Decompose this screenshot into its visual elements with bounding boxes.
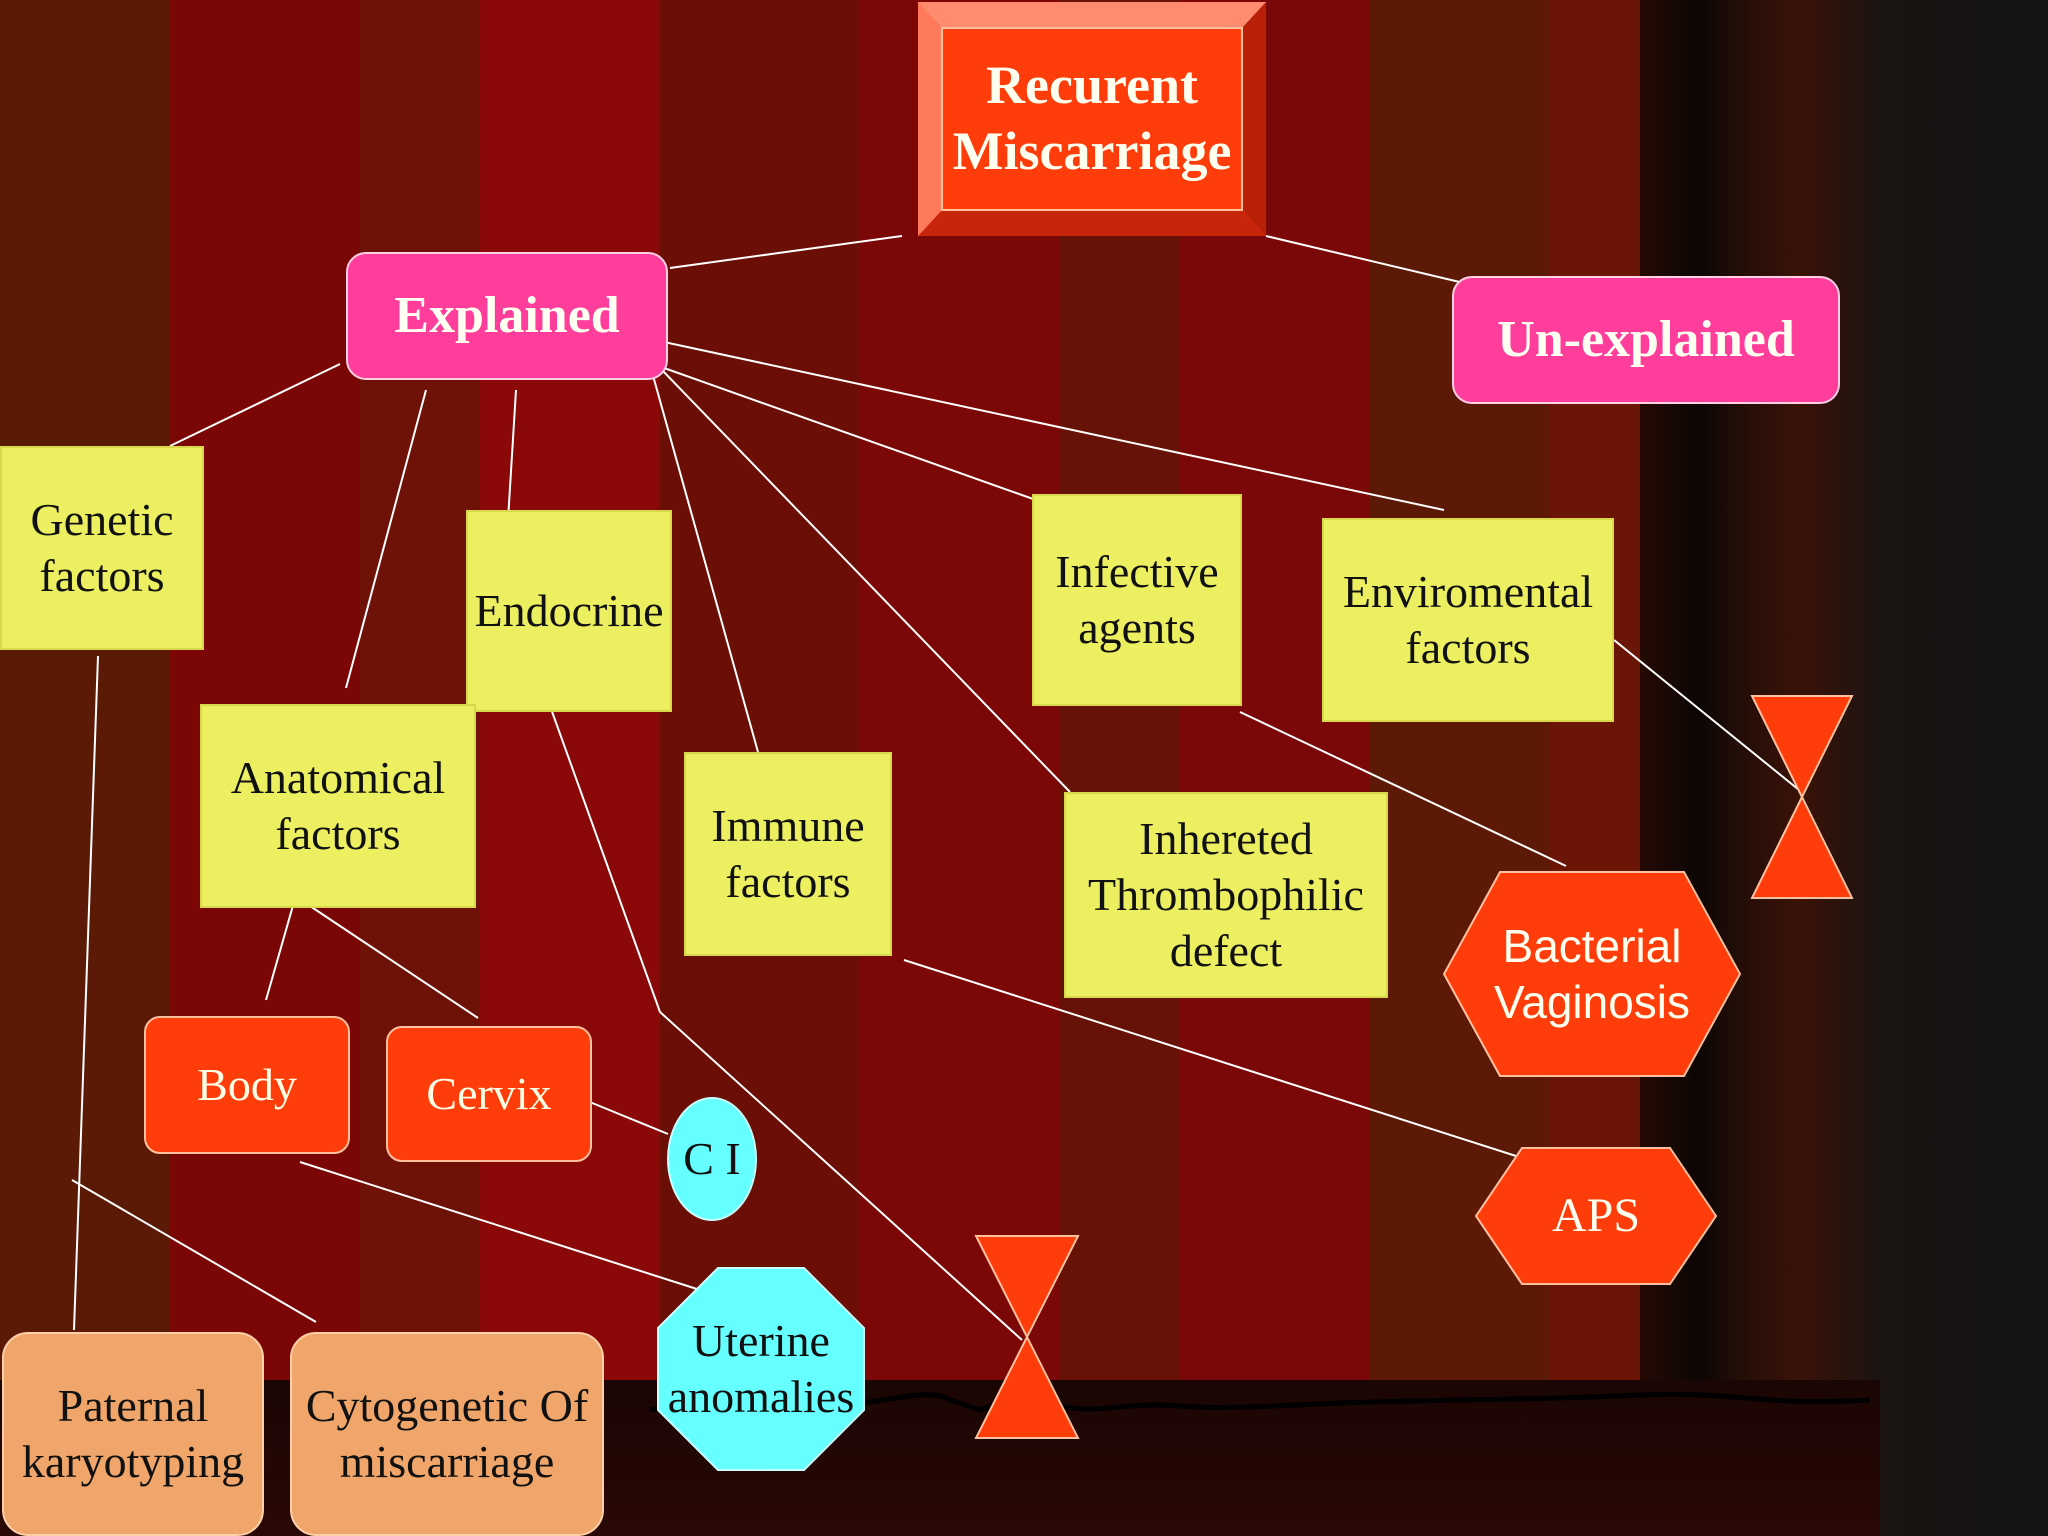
hourglass-shape-right [1750, 694, 1854, 900]
bacterial-vaginosis-node: Bacterial Vaginosis [1442, 870, 1742, 1078]
body-node: Body [144, 1016, 350, 1154]
hourglass-shape-left [974, 1234, 1080, 1440]
uterine-anomalies-label: Uterine anomalies [667, 1314, 855, 1422]
infective-agents-node: Infective agents [1032, 494, 1242, 706]
ci-label: C I [683, 1132, 741, 1184]
thrombophilic-defect-node: Inhereted Thrombophilic defect [1064, 792, 1388, 998]
unexplained-node: Un-explained [1452, 276, 1840, 404]
title-box: Recurent Miscarriage [918, 2, 1266, 236]
aps-node: APS [1474, 1146, 1718, 1286]
immune-factors-node: Immune factors [684, 752, 892, 956]
explained-node: Explained [346, 252, 668, 380]
cytogenetic-miscarriage-node: Cytogenetic Of miscarriage [290, 1332, 604, 1536]
uterine-anomalies-node: Uterine anomalies [656, 1266, 866, 1472]
aps-label: APS [1551, 1188, 1641, 1242]
ci-node: C I [666, 1096, 758, 1222]
genetic-factors-node: Genetic factors [0, 446, 204, 650]
bacterial-vaginosis-label: Bacterial Vaginosis [1493, 919, 1691, 1028]
anatomical-factors-node: Anatomical factors [200, 704, 476, 908]
endocrine-node: Endocrine [466, 510, 672, 712]
cervix-node: Cervix [386, 1026, 592, 1162]
environmental-factors-node: Enviromental factors [1322, 518, 1614, 722]
paternal-karyotyping-node: Paternal karyotyping [2, 1332, 264, 1536]
title-text: Recurent Miscarriage [952, 55, 1232, 181]
